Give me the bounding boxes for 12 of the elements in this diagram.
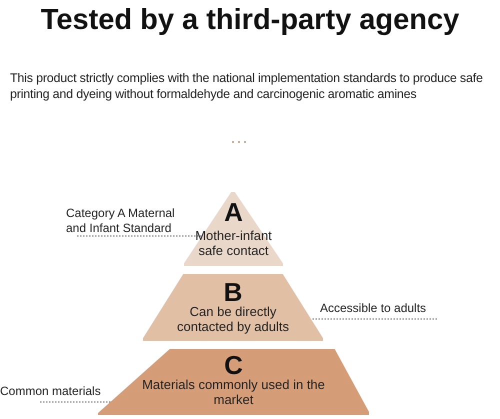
tier-letter: B: [224, 278, 242, 306]
tier-description: Can be directly contacted by adults: [176, 304, 290, 334]
leader-line: [310, 318, 438, 320]
description-text: This product strictly complies with the national implementation standards to produce safe printing and dyeing without formaldehyde and carcinogenic aromatic amines: [10, 70, 484, 102]
side-label: Accessible to adults: [320, 301, 437, 316]
side-label: Common materials: [0, 384, 112, 399]
tier-description: Mother-infant safe contact: [194, 228, 273, 258]
tier-letter: C: [224, 351, 243, 379]
tier-description: Materials commonly used in the market: [141, 377, 326, 407]
tier-letter: A: [223, 198, 244, 226]
side-label: Category A Maternal and Infant Standard: [66, 206, 190, 236]
title: Tested by a third-party agency: [40, 3, 460, 38]
